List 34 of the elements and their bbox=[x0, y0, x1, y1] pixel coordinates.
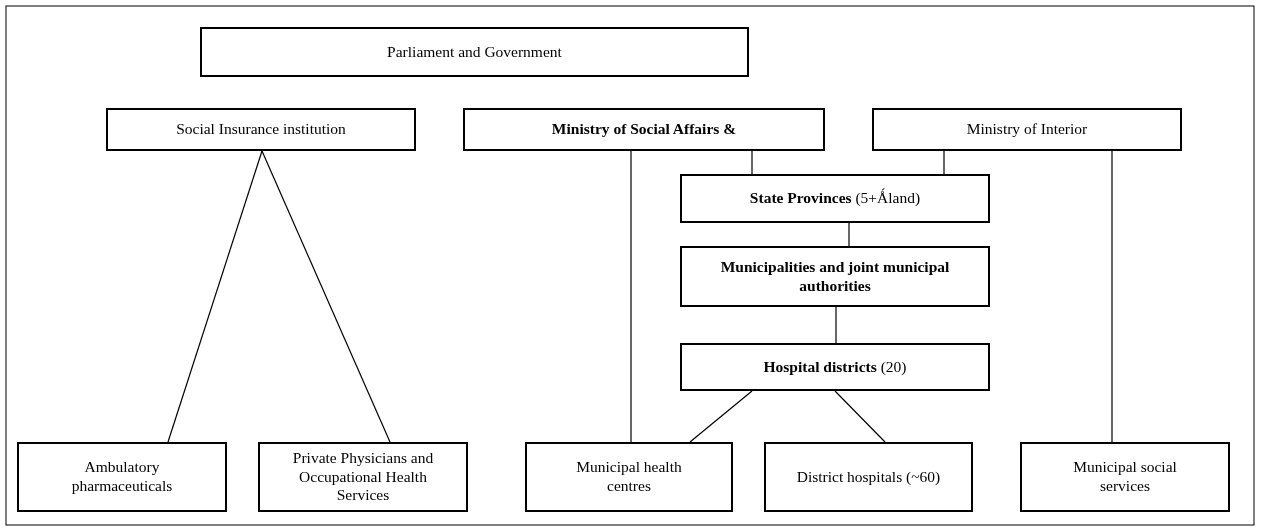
box-label: Hospital districts (20) bbox=[763, 357, 907, 377]
connector-line bbox=[261, 150, 391, 443]
box-label: State Provinces (5+Ǻland) bbox=[749, 189, 921, 208]
box-label: Social Insurance institution bbox=[176, 120, 346, 139]
box-label: Municipal health centres bbox=[575, 458, 683, 496]
org-box bbox=[680, 343, 990, 391]
org-box bbox=[258, 442, 468, 512]
org-box bbox=[525, 442, 733, 512]
connector-line bbox=[689, 390, 753, 443]
connector-line bbox=[835, 306, 837, 344]
box-label: Ambulatory pharmaceuticals bbox=[70, 458, 174, 496]
org-box bbox=[680, 246, 990, 307]
org-box bbox=[200, 27, 749, 77]
box-label: Ministry of Interior bbox=[966, 120, 1088, 139]
connector-line bbox=[943, 150, 945, 175]
org-box bbox=[764, 442, 973, 512]
box-label: Private Physicians and Occupational Health Services bbox=[291, 449, 435, 505]
connector-line bbox=[751, 150, 753, 175]
org-box bbox=[1020, 442, 1230, 512]
connector-line bbox=[848, 222, 850, 247]
connector-line bbox=[630, 150, 632, 443]
connector-line bbox=[167, 150, 263, 443]
box-label: District hospitals (~60) bbox=[796, 467, 941, 487]
box-label: Municipalities and joint municipal authorities bbox=[719, 257, 951, 296]
org-box bbox=[872, 108, 1182, 151]
org-box bbox=[106, 108, 416, 151]
org-box bbox=[17, 442, 227, 512]
connector-line bbox=[834, 390, 886, 443]
org-box bbox=[463, 108, 825, 151]
box-label: Ministry of Social Affairs & bbox=[551, 120, 737, 139]
org-box bbox=[680, 174, 990, 223]
connector-line bbox=[1111, 150, 1113, 443]
box-label: Municipal social services bbox=[1072, 458, 1178, 496]
box-label: Parliament and Government bbox=[387, 42, 562, 62]
